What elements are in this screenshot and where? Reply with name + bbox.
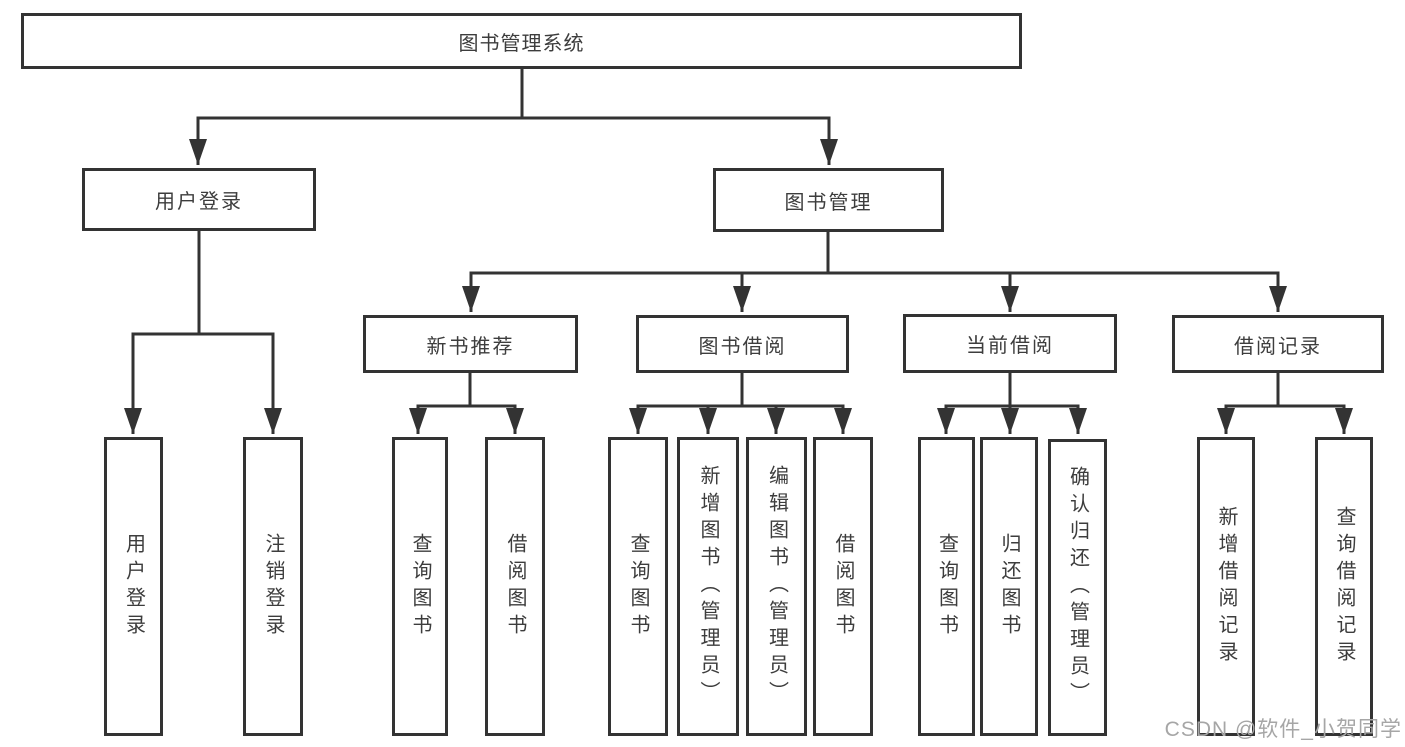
leaf-borrow-books-borrowing: 借阅图书 [813, 437, 873, 736]
connector-borrowing-records-children [1217, 371, 1353, 434]
node-book-borrowing: 图书借阅 [636, 315, 849, 373]
leaf-edit-books-admin: 编辑图书（管理员） [746, 437, 807, 736]
connector-book-borrowing-children [629, 371, 852, 434]
node-new-book-recommendation: 新书推荐 [363, 315, 578, 373]
connector-root-to-level1 [189, 67, 838, 165]
leaf-borrow-books-recommend: 借阅图书 [485, 437, 545, 736]
connector-user-login-children [124, 229, 282, 434]
leaf-query-borrow-record: 查询借阅记录 [1315, 437, 1373, 736]
leaf-query-books-recommend: 查询图书 [392, 437, 448, 736]
node-current-borrowing: 当前借阅 [903, 314, 1117, 373]
leaf-return-books: 归还图书 [980, 437, 1038, 736]
connector-current-borrowing-children [937, 371, 1087, 434]
leaf-query-books-current: 查询图书 [918, 437, 975, 736]
leaf-query-books-borrowing: 查询图书 [608, 437, 668, 736]
leaf-user-login: 用户登录 [104, 437, 163, 736]
node-user-login: 用户登录 [82, 168, 316, 231]
node-book-management: 图书管理 [713, 168, 944, 232]
leaf-add-books-admin: 新增图书（管理员） [677, 437, 739, 736]
leaf-logout-login: 注销登录 [243, 437, 303, 736]
connector-new-book-recommendation-children [409, 371, 524, 434]
node-root-library-management-system: 图书管理系统 [21, 13, 1022, 69]
watermark-text: CSDN @软件_小贺同学 [1164, 718, 1402, 741]
connector-book-management-children [462, 230, 1287, 312]
leaf-add-borrow-record: 新增借阅记录 [1197, 437, 1255, 736]
leaf-confirm-return-admin: 确认归还（管理员） [1048, 439, 1107, 736]
node-borrowing-records: 借阅记录 [1172, 315, 1384, 373]
